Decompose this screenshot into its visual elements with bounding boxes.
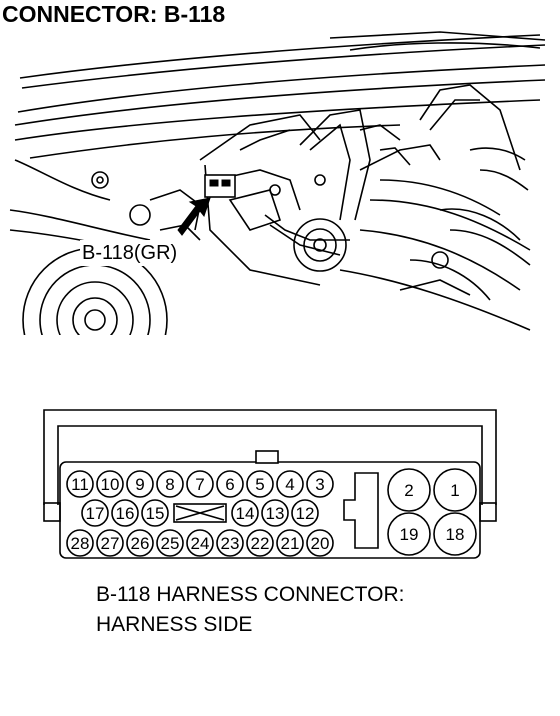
pin-label: 9 [135, 475, 144, 494]
pin-7: 7 [186, 470, 214, 498]
pin-27: 27 [96, 529, 124, 557]
pin-4: 4 [276, 470, 304, 498]
pin-label: 27 [101, 534, 120, 553]
pin-9: 9 [126, 470, 154, 498]
pin-label: 16 [116, 504, 135, 523]
pin-21: 21 [276, 529, 304, 557]
pin-label: 10 [101, 475, 120, 494]
locator-arrow [177, 197, 211, 236]
pin-17: 17 [81, 499, 109, 527]
pin-label: 28 [71, 534, 90, 553]
pin-label: 26 [131, 534, 150, 553]
pin-label: 3 [315, 475, 324, 494]
pin-14: 14 [231, 499, 259, 527]
pin-label: 14 [236, 504, 255, 523]
pin-label: 25 [161, 534, 180, 553]
pin-label: 24 [191, 534, 210, 553]
connector-caption: B-118 HARNESS CONNECTOR: HARNESS SIDE [96, 580, 404, 640]
pin-label: 17 [86, 504, 105, 523]
pin-16: 16 [111, 499, 139, 527]
pin-label: 8 [165, 475, 174, 494]
pin-label: 1 [450, 481, 459, 500]
pin-12: 12 [291, 499, 319, 527]
page-title: CONNECTOR: B-118 [2, 1, 226, 27]
pin-1: 1 [433, 468, 477, 512]
pin-label: 21 [281, 534, 300, 553]
connector-callout-label: B-118(GR) [80, 240, 180, 266]
pin-25: 25 [156, 529, 184, 557]
pin-11: 11 [66, 470, 94, 498]
pin-label: 20 [311, 534, 330, 553]
pin-label: 18 [446, 525, 465, 544]
pin-2: 2 [387, 468, 431, 512]
engine-bay-illustration [9, 31, 546, 335]
pin-8: 8 [156, 470, 184, 498]
pin-19: 19 [387, 512, 431, 556]
pin-18: 18 [433, 512, 477, 556]
pin-3: 3 [306, 470, 334, 498]
pin-6: 6 [216, 470, 244, 498]
pin-label: 12 [296, 504, 315, 523]
pin-23: 23 [216, 529, 244, 557]
pin-label: 22 [251, 534, 270, 553]
pin-26: 26 [126, 529, 154, 557]
pin-label: 23 [221, 534, 240, 553]
caption-line-2: HARNESS SIDE [96, 613, 253, 636]
pin-5: 5 [246, 470, 274, 498]
pin-label: 5 [255, 475, 264, 494]
pin-label: 6 [225, 475, 234, 494]
pin-24: 24 [186, 529, 214, 557]
pin-label: 7 [195, 475, 204, 494]
caption-line-1: B-118 HARNESS CONNECTOR: [96, 583, 405, 606]
pin-label: 15 [146, 504, 165, 523]
pin-label: 19 [400, 525, 419, 544]
pin-20: 20 [306, 529, 334, 557]
pin-28: 28 [66, 529, 94, 557]
pin-label: 4 [285, 475, 294, 494]
pin-label: 13 [266, 504, 285, 523]
pin-22: 22 [246, 529, 274, 557]
pin-13: 13 [261, 499, 289, 527]
pin-15: 15 [141, 499, 169, 527]
pin-label: 2 [404, 481, 413, 500]
pin-10: 10 [96, 470, 124, 498]
pin-label: 11 [71, 475, 89, 494]
